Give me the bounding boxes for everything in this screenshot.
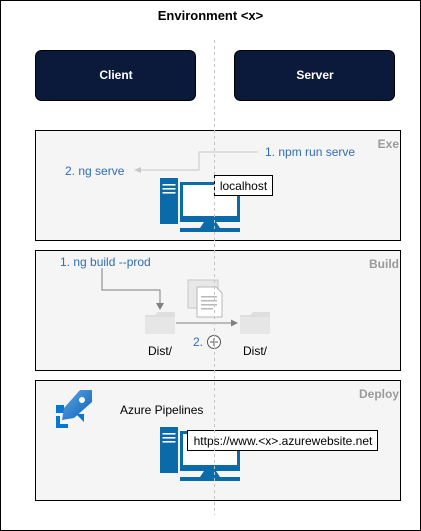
client-dist-folder-icon: [145, 312, 175, 334]
exe-panel-label: Exe: [377, 137, 399, 151]
ng-build-arrowhead: [156, 303, 164, 310]
azure-pipelines-label: Azure Pipelines: [120, 403, 204, 417]
url-callout: [187, 430, 378, 451]
server-dist-folder-icon: [240, 312, 270, 334]
server-dist-label: Dist/: [243, 344, 267, 358]
npm-serve-arrow: [138, 151, 258, 171]
deploy-url-label: https://www.<x>.azurewebsite.net: [193, 434, 373, 448]
npm-serve-arrowhead: [134, 167, 141, 173]
document-stack-icon: [187, 279, 223, 318]
server-box: [234, 50, 395, 101]
ng-serve-step: 2. ng serve: [65, 164, 125, 178]
client-dist-label: Dist/: [148, 344, 172, 358]
server-label: Server: [296, 68, 334, 82]
copy-step-number: 2.: [193, 335, 204, 349]
deploy-panel-label: Deploy: [358, 387, 399, 401]
azure-pipelines-icon: [56, 390, 92, 428]
ng-build-step: 1. ng build --prod: [60, 255, 151, 269]
localhost-label: localhost: [219, 179, 268, 193]
ng-build-arrow: [101, 268, 161, 303]
client-label: Client: [99, 68, 133, 82]
client-box: [35, 50, 196, 101]
diagram-title: Environment <x>: [157, 8, 264, 23]
copy-files-arrowhead: [231, 319, 238, 327]
npm-run-serve-step: 1. npm run serve: [265, 145, 356, 159]
build-panel-label: Build: [369, 257, 399, 271]
